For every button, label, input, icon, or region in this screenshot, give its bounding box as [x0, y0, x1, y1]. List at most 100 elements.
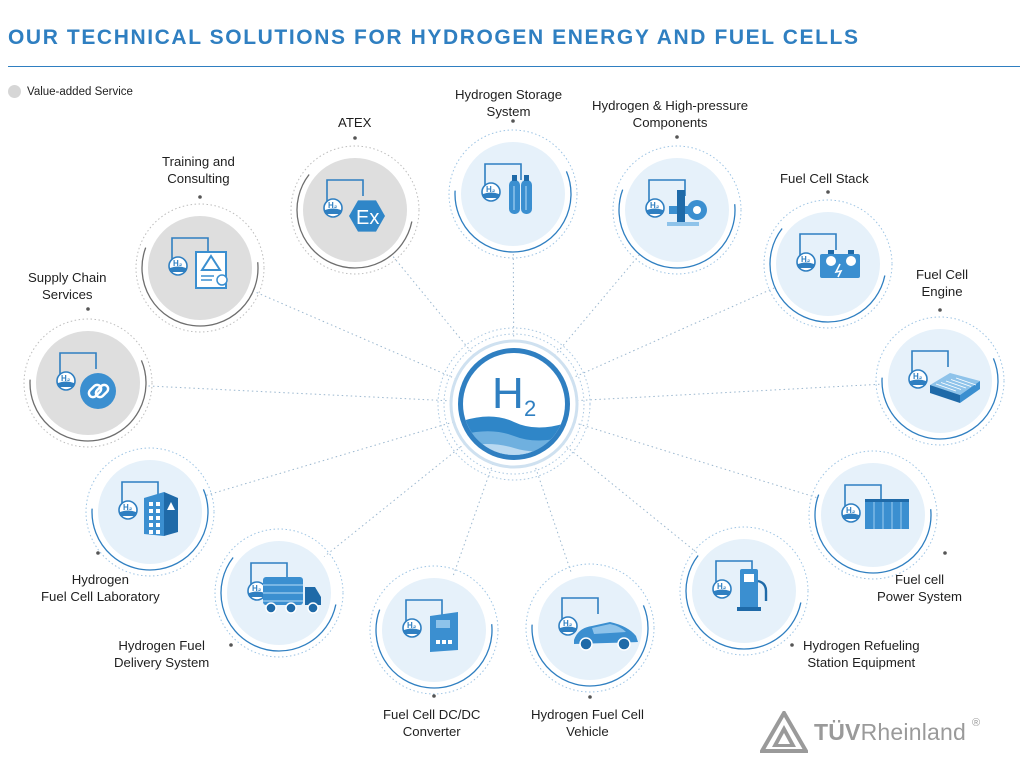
- node-label-line: Consulting: [167, 171, 230, 186]
- node-dotted-ring: [85, 447, 215, 577]
- node-dotted-ring: [763, 199, 893, 329]
- title-divider: [8, 66, 1020, 67]
- logo-wordmark: TÜVRheinland: [814, 719, 966, 746]
- node-label-line: Hydrogen Fuel Cell: [531, 707, 644, 722]
- logo-brand-bold: TÜV: [814, 718, 861, 745]
- hub-symbol: H: [492, 369, 524, 418]
- node-dotted-ring: [290, 145, 420, 275]
- icon-frame: [844, 484, 882, 507]
- logo-brand-rest: Rheinland: [860, 718, 966, 745]
- truck-icon: [263, 577, 321, 614]
- connector-line: [513, 263, 829, 405]
- node-fuel-cell-vehicle: H₂: [525, 563, 655, 699]
- node-dotted-ring: [135, 203, 265, 333]
- container-icon: [865, 499, 909, 529]
- node-dcdc-converter: H₂: [369, 565, 499, 698]
- svg-text:Ex: Ex: [356, 207, 379, 229]
- node-atex: H₂ Ex: [290, 136, 420, 275]
- icon-frame: [799, 233, 837, 256]
- icon-frame: [250, 562, 288, 585]
- hub-subscript: 2: [524, 396, 536, 421]
- gas-cylinders-icon: [509, 175, 532, 214]
- node-fuel-cell-lab: H₂: [85, 447, 215, 577]
- svg-text:H₂: H₂: [252, 584, 262, 593]
- node-accent-arc: [91, 489, 209, 571]
- svg-text:H₂: H₂: [563, 619, 573, 628]
- node-accent-arc: [454, 171, 572, 253]
- page-title: OUR TECHNICAL SOLUTIONS FOR HYDROGEN ENE…: [8, 26, 860, 49]
- node-accent-arc: [531, 605, 649, 687]
- svg-text:H₂: H₂: [61, 374, 71, 383]
- node-dotted-ring: [448, 129, 578, 259]
- label-pointer-dot: [86, 307, 90, 311]
- svg-text:H₂: H₂: [328, 201, 338, 210]
- node-label-line: Hydrogen Refueling: [803, 638, 920, 653]
- node-dotted-ring: [612, 145, 742, 275]
- label-pointer-dot: [938, 308, 942, 312]
- node-label-line: Components: [632, 115, 708, 130]
- node-label-line: Hydrogen & High-pressure: [592, 98, 749, 113]
- icon-frame: [121, 481, 159, 504]
- ex-hexagon-icon: Ex: [349, 200, 385, 232]
- label-pointer-dot: [229, 643, 233, 647]
- label-pointer-dot: [511, 119, 515, 123]
- icon-frame: [484, 163, 522, 186]
- node-dotted-ring: [525, 563, 655, 693]
- connector-line: [513, 209, 678, 405]
- label-pointer-dot: [943, 551, 947, 555]
- node-label-line: Converter: [402, 724, 461, 739]
- icon-frame: [171, 237, 209, 260]
- connector-line: [513, 380, 941, 405]
- node-label-line: Fuel Cell DC/DC: [383, 707, 481, 722]
- node-delivery-system: H₂: [214, 528, 344, 658]
- svg-text:H₂: H₂: [123, 503, 133, 512]
- icon-frame: [911, 350, 949, 373]
- node-accent-arc: [375, 609, 493, 689]
- node-accent-arc: [296, 174, 413, 269]
- node-label-line: Hydrogen Fuel: [118, 638, 205, 653]
- legend-swatch: [8, 85, 21, 98]
- tuv-logo: TÜVRheinland ®: [760, 711, 980, 753]
- label-pointer-dot: [432, 694, 436, 698]
- link-chain-icon: [80, 373, 116, 409]
- svg-text:H₂: H₂: [650, 201, 660, 210]
- logo-registered-mark: ®: [972, 717, 981, 729]
- node-accent-arc: [141, 247, 259, 327]
- icon-frame: [405, 599, 443, 622]
- converter-box-icon: [430, 612, 458, 652]
- hub-outer-dotted-ring: [437, 327, 591, 481]
- node-accent-arc: [618, 189, 736, 269]
- svg-text:H₂: H₂: [913, 372, 923, 381]
- node-fuel-cell-engine: H₂: [875, 308, 1005, 446]
- connector-line: [513, 403, 591, 629]
- node-accent-arc: [220, 557, 337, 652]
- battery-stack-icon: [820, 250, 860, 278]
- label-pointer-dot: [588, 695, 592, 699]
- icon-frame: [648, 179, 686, 202]
- node-accent-arc: [814, 494, 932, 574]
- svg-text:H₂: H₂: [173, 259, 183, 268]
- node-label-line: Fuel Cell Laboratory: [41, 589, 160, 604]
- node-label-line: Fuel Cell: [916, 267, 969, 282]
- node-refueling-station: H₂: [679, 526, 809, 656]
- node-label-line: Hydrogen Storage: [455, 87, 563, 102]
- node-fuel-cell-stack: H₂: [763, 190, 893, 329]
- node-label-line: Fuel Cell Stack: [780, 171, 869, 186]
- label-pointer-dot: [198, 195, 202, 199]
- node-label-line: Station Equipment: [807, 655, 916, 670]
- node-fuel-cell-power: H₂: [808, 450, 947, 580]
- icon-frame: [326, 179, 364, 202]
- node-label-line: Training and: [162, 154, 235, 169]
- svg-text:H₂: H₂: [717, 582, 727, 591]
- legend: Value-added Service: [8, 85, 133, 98]
- node-accent-arc: [685, 555, 802, 650]
- node-label-line: Hydrogen: [71, 572, 129, 587]
